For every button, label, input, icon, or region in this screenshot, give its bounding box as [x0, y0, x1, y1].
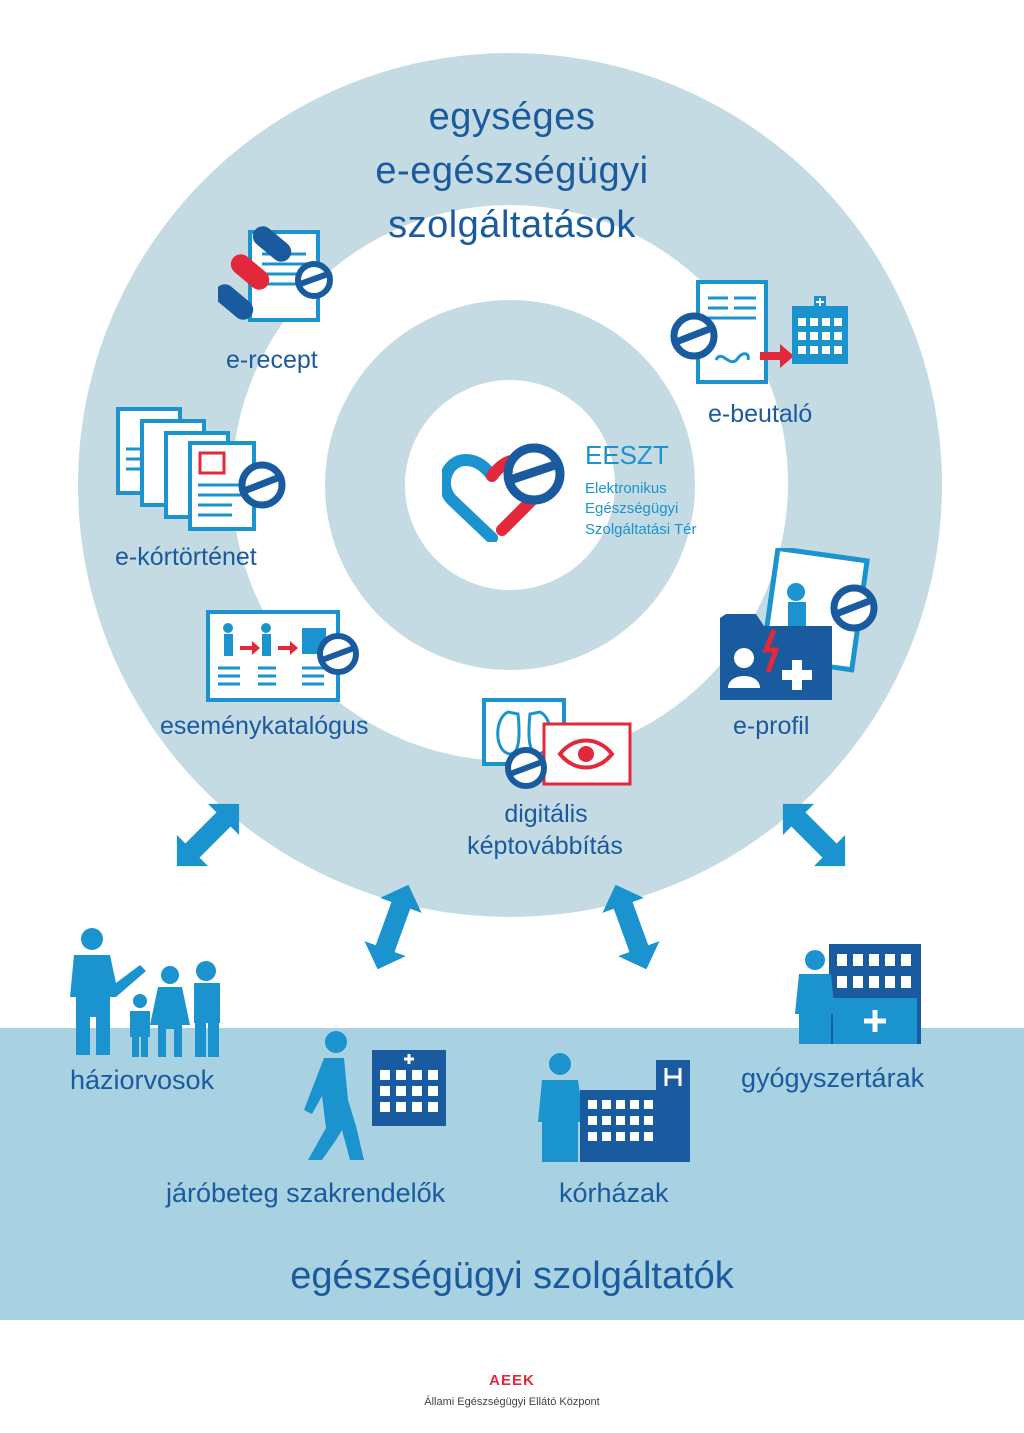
- eeszt-line-3: Szolgáltatási Tér: [585, 521, 697, 538]
- e-recept-label: e-recept: [226, 346, 318, 374]
- outpatient-icon: [300, 1030, 460, 1165]
- e-kortortenet-icon: [112, 405, 292, 535]
- pharmacy-icon: [795, 940, 925, 1050]
- double-arrow-icon: [348, 872, 438, 982]
- jarobeteg-label: járóbeteg szakrendelők: [166, 1178, 446, 1208]
- kep-label-line-2: képtovábbítás: [467, 832, 623, 860]
- haziorvosok-label: háziorvosok: [70, 1065, 215, 1095]
- doctor-family-icon: [64, 925, 229, 1060]
- e-recept-icon: [218, 218, 338, 328]
- esemenykatalogus-icon: [204, 608, 364, 708]
- kepto-vabbitas-icon: [480, 694, 640, 794]
- kep-label-line-1: digitális: [504, 800, 588, 828]
- double-arrow-icon: [764, 785, 864, 885]
- eeszt-logo-icon: [442, 442, 572, 542]
- e-beutalo-label: e-beutaló: [708, 400, 813, 428]
- aeek-logo-text: AEEK: [489, 1372, 535, 1389]
- e-kortortenet-label: e-kórtörténet: [115, 543, 257, 571]
- title-line-2: e-egészségügyi: [375, 150, 649, 192]
- e-profil-icon: [714, 548, 884, 708]
- eeszt-acronym: EESZT: [585, 440, 669, 470]
- korhazak-label: kórházak: [559, 1178, 669, 1208]
- title-line-3: szolgáltatások: [388, 204, 636, 246]
- gyogyszertarak-label: gyógyszertárak: [741, 1063, 925, 1093]
- double-arrow-icon: [158, 785, 258, 885]
- e-beutalo-icon: [668, 278, 858, 388]
- providers-title: egészségügyi szolgáltatók: [290, 1255, 734, 1297]
- esemenykatalogus-label: eseménykatalógus: [160, 712, 369, 740]
- double-arrow-icon: [586, 872, 676, 982]
- providers-band: [0, 1028, 1024, 1320]
- e-profil-label: e-profil: [733, 712, 810, 740]
- hospital-icon: [536, 1050, 696, 1165]
- org-name: Állami Egészségügyi Ellátó Központ: [424, 1396, 600, 1408]
- eeszt-line-2: Egészségügyi: [585, 500, 679, 517]
- eeszt-line-1: Elektronikus: [585, 480, 667, 497]
- title-line-1: egységes: [428, 96, 596, 138]
